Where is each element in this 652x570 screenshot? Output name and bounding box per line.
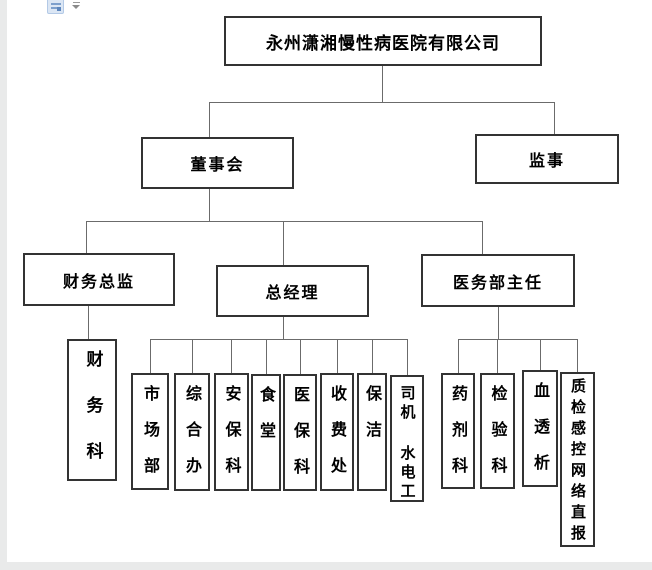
connector (458, 339, 459, 373)
org-node-general-office: 综合办 (174, 373, 210, 491)
org-node-laboratory-section: 检验科 (480, 373, 515, 489)
connector (372, 339, 373, 373)
org-node-label: 总经理 (265, 283, 320, 302)
org-node-label: 司机 水电工 (398, 385, 417, 502)
org-node-general-manager: 总经理 (216, 265, 369, 317)
connector (266, 339, 267, 374)
org-node-label: 医务部主任 (452, 272, 543, 292)
paste-icon-line (51, 3, 61, 5)
org-node-label: 财务总监 (62, 271, 135, 291)
org-node-label: 监事 (528, 151, 565, 170)
connector (540, 339, 541, 370)
connector (497, 339, 498, 373)
connector (209, 102, 210, 137)
connector (382, 66, 383, 102)
org-node-cleaning: 保洁 (357, 373, 387, 491)
page-bottom-edge (0, 562, 652, 570)
connector (209, 189, 210, 221)
org-node-label: 保洁 (363, 385, 382, 457)
org-node-driver-utilities: 司机 水电工 (390, 375, 424, 502)
connector (498, 307, 499, 339)
org-node-medical-insurance-section: 医保科 (283, 374, 317, 491)
paste-icon-line (51, 7, 58, 9)
org-node-label: 检验科 (488, 385, 508, 489)
org-node-label: 综合办 (183, 385, 202, 491)
connector (283, 221, 284, 265)
connector (554, 102, 555, 134)
org-node-supervisor: 监事 (475, 134, 619, 184)
connector (482, 221, 483, 254)
connector (150, 339, 151, 373)
org-node-label: 永州潇湘慢性病医院有限公司 (266, 33, 500, 54)
org-node-label: 食堂 (257, 386, 276, 458)
connector (86, 221, 87, 253)
connector (88, 306, 89, 339)
org-node-label: 安保科 (222, 385, 242, 491)
connector (283, 317, 284, 339)
org-node-finance-section: 财务科 (67, 339, 117, 481)
org-node-label: 医保科 (291, 386, 310, 491)
org-node-label: 质检感控网络直报 (569, 378, 587, 546)
org-node-label: 药剂科 (449, 385, 468, 489)
connector (407, 339, 408, 375)
org-node-company: 永州潇湘慢性病医院有限公司 (224, 16, 542, 66)
org-node-board: 董事会 (141, 137, 294, 189)
connector (458, 339, 577, 340)
org-node-label: 董事会 (190, 155, 245, 174)
paste-options-icon[interactable] (47, 0, 64, 14)
org-node-label: 市场部 (141, 385, 160, 490)
org-node-fee-office: 收费处 (320, 373, 354, 491)
org-node-hemodialysis: 血透析 (522, 370, 558, 487)
connector (337, 339, 338, 373)
org-node-label: 财务科 (82, 350, 103, 481)
connector (209, 102, 555, 103)
connector (300, 339, 301, 374)
page-left-edge (0, 0, 7, 570)
org-node-quality-infection-network: 质检感控网络直报 (560, 372, 595, 547)
org-node-finance-director: 财务总监 (23, 253, 175, 306)
connector (86, 221, 483, 222)
org-node-marketing-dept: 市场部 (131, 373, 169, 490)
connector (150, 339, 408, 340)
connector (577, 339, 578, 372)
org-node-label: 血透析 (531, 382, 550, 487)
org-node-security-section: 安保科 (214, 373, 249, 491)
org-node-label: 收费处 (328, 385, 347, 491)
org-node-pharmacy-section: 药剂科 (441, 373, 475, 489)
org-node-canteen: 食堂 (251, 374, 281, 491)
connector (231, 339, 232, 373)
paste-icon-plus (57, 7, 61, 11)
org-node-medical-dept-director: 医务部主任 (421, 254, 575, 307)
connector (192, 339, 193, 373)
chevron-down-icon[interactable] (72, 2, 81, 10)
